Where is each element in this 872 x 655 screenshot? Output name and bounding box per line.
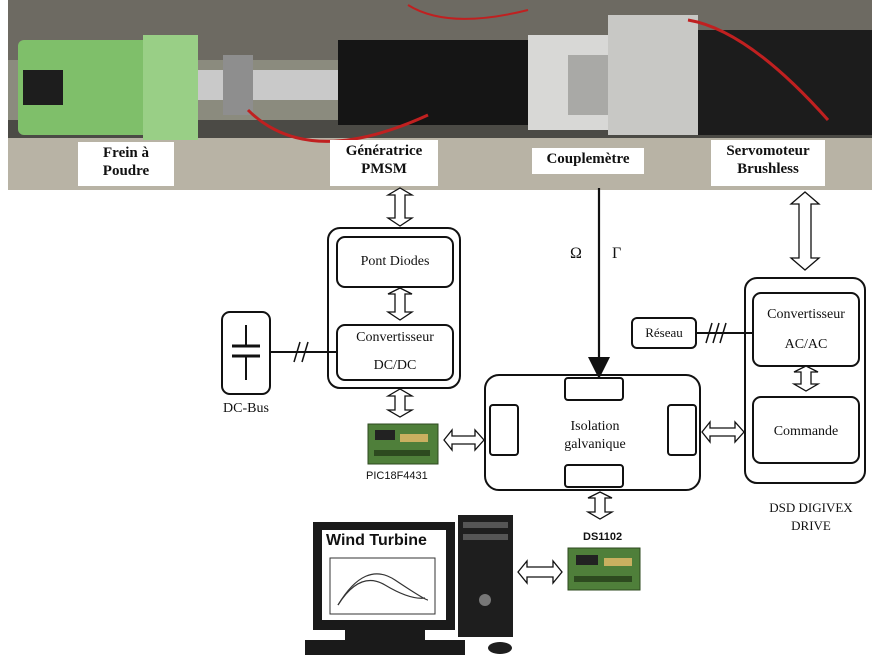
dc-bus-box bbox=[222, 312, 270, 394]
convertisseur-dcdc-label: Convertisseur bbox=[335, 329, 455, 346]
dcdc-label: DC/DC bbox=[337, 357, 453, 374]
convertisseur-acac-label: Convertisseur bbox=[753, 306, 859, 323]
ds1102-label: DS1102 bbox=[583, 531, 622, 543]
wind-turbine-screen-title: Wind Turbine bbox=[326, 532, 427, 550]
drive-label: DRIVE bbox=[755, 517, 867, 534]
isolation-label: Isolation bbox=[540, 418, 650, 435]
acac-label: AC/AC bbox=[753, 336, 859, 353]
convertisseur-acac-box bbox=[753, 293, 859, 366]
double-arrow-inner bbox=[388, 288, 412, 320]
ds1102-board-image bbox=[568, 548, 640, 590]
galvanique-label: galvanique bbox=[540, 436, 650, 453]
pont-diodes-label: Pont Diodes bbox=[337, 253, 453, 270]
commande-label: Commande bbox=[753, 423, 859, 440]
dc-bus-label: DC-Bus bbox=[208, 400, 284, 417]
omega-label: Ω bbox=[570, 245, 582, 262]
pic-board-image bbox=[368, 424, 438, 464]
dsd-digivex-label: DSD DIGIVEX bbox=[755, 499, 867, 516]
reseau-label: Réseau bbox=[632, 324, 696, 341]
computer-tower bbox=[458, 515, 513, 654]
pic-label: PIC18F4431 bbox=[366, 470, 428, 482]
double-arrow-generator bbox=[388, 188, 412, 226]
gamma-label: Γ bbox=[612, 245, 621, 262]
